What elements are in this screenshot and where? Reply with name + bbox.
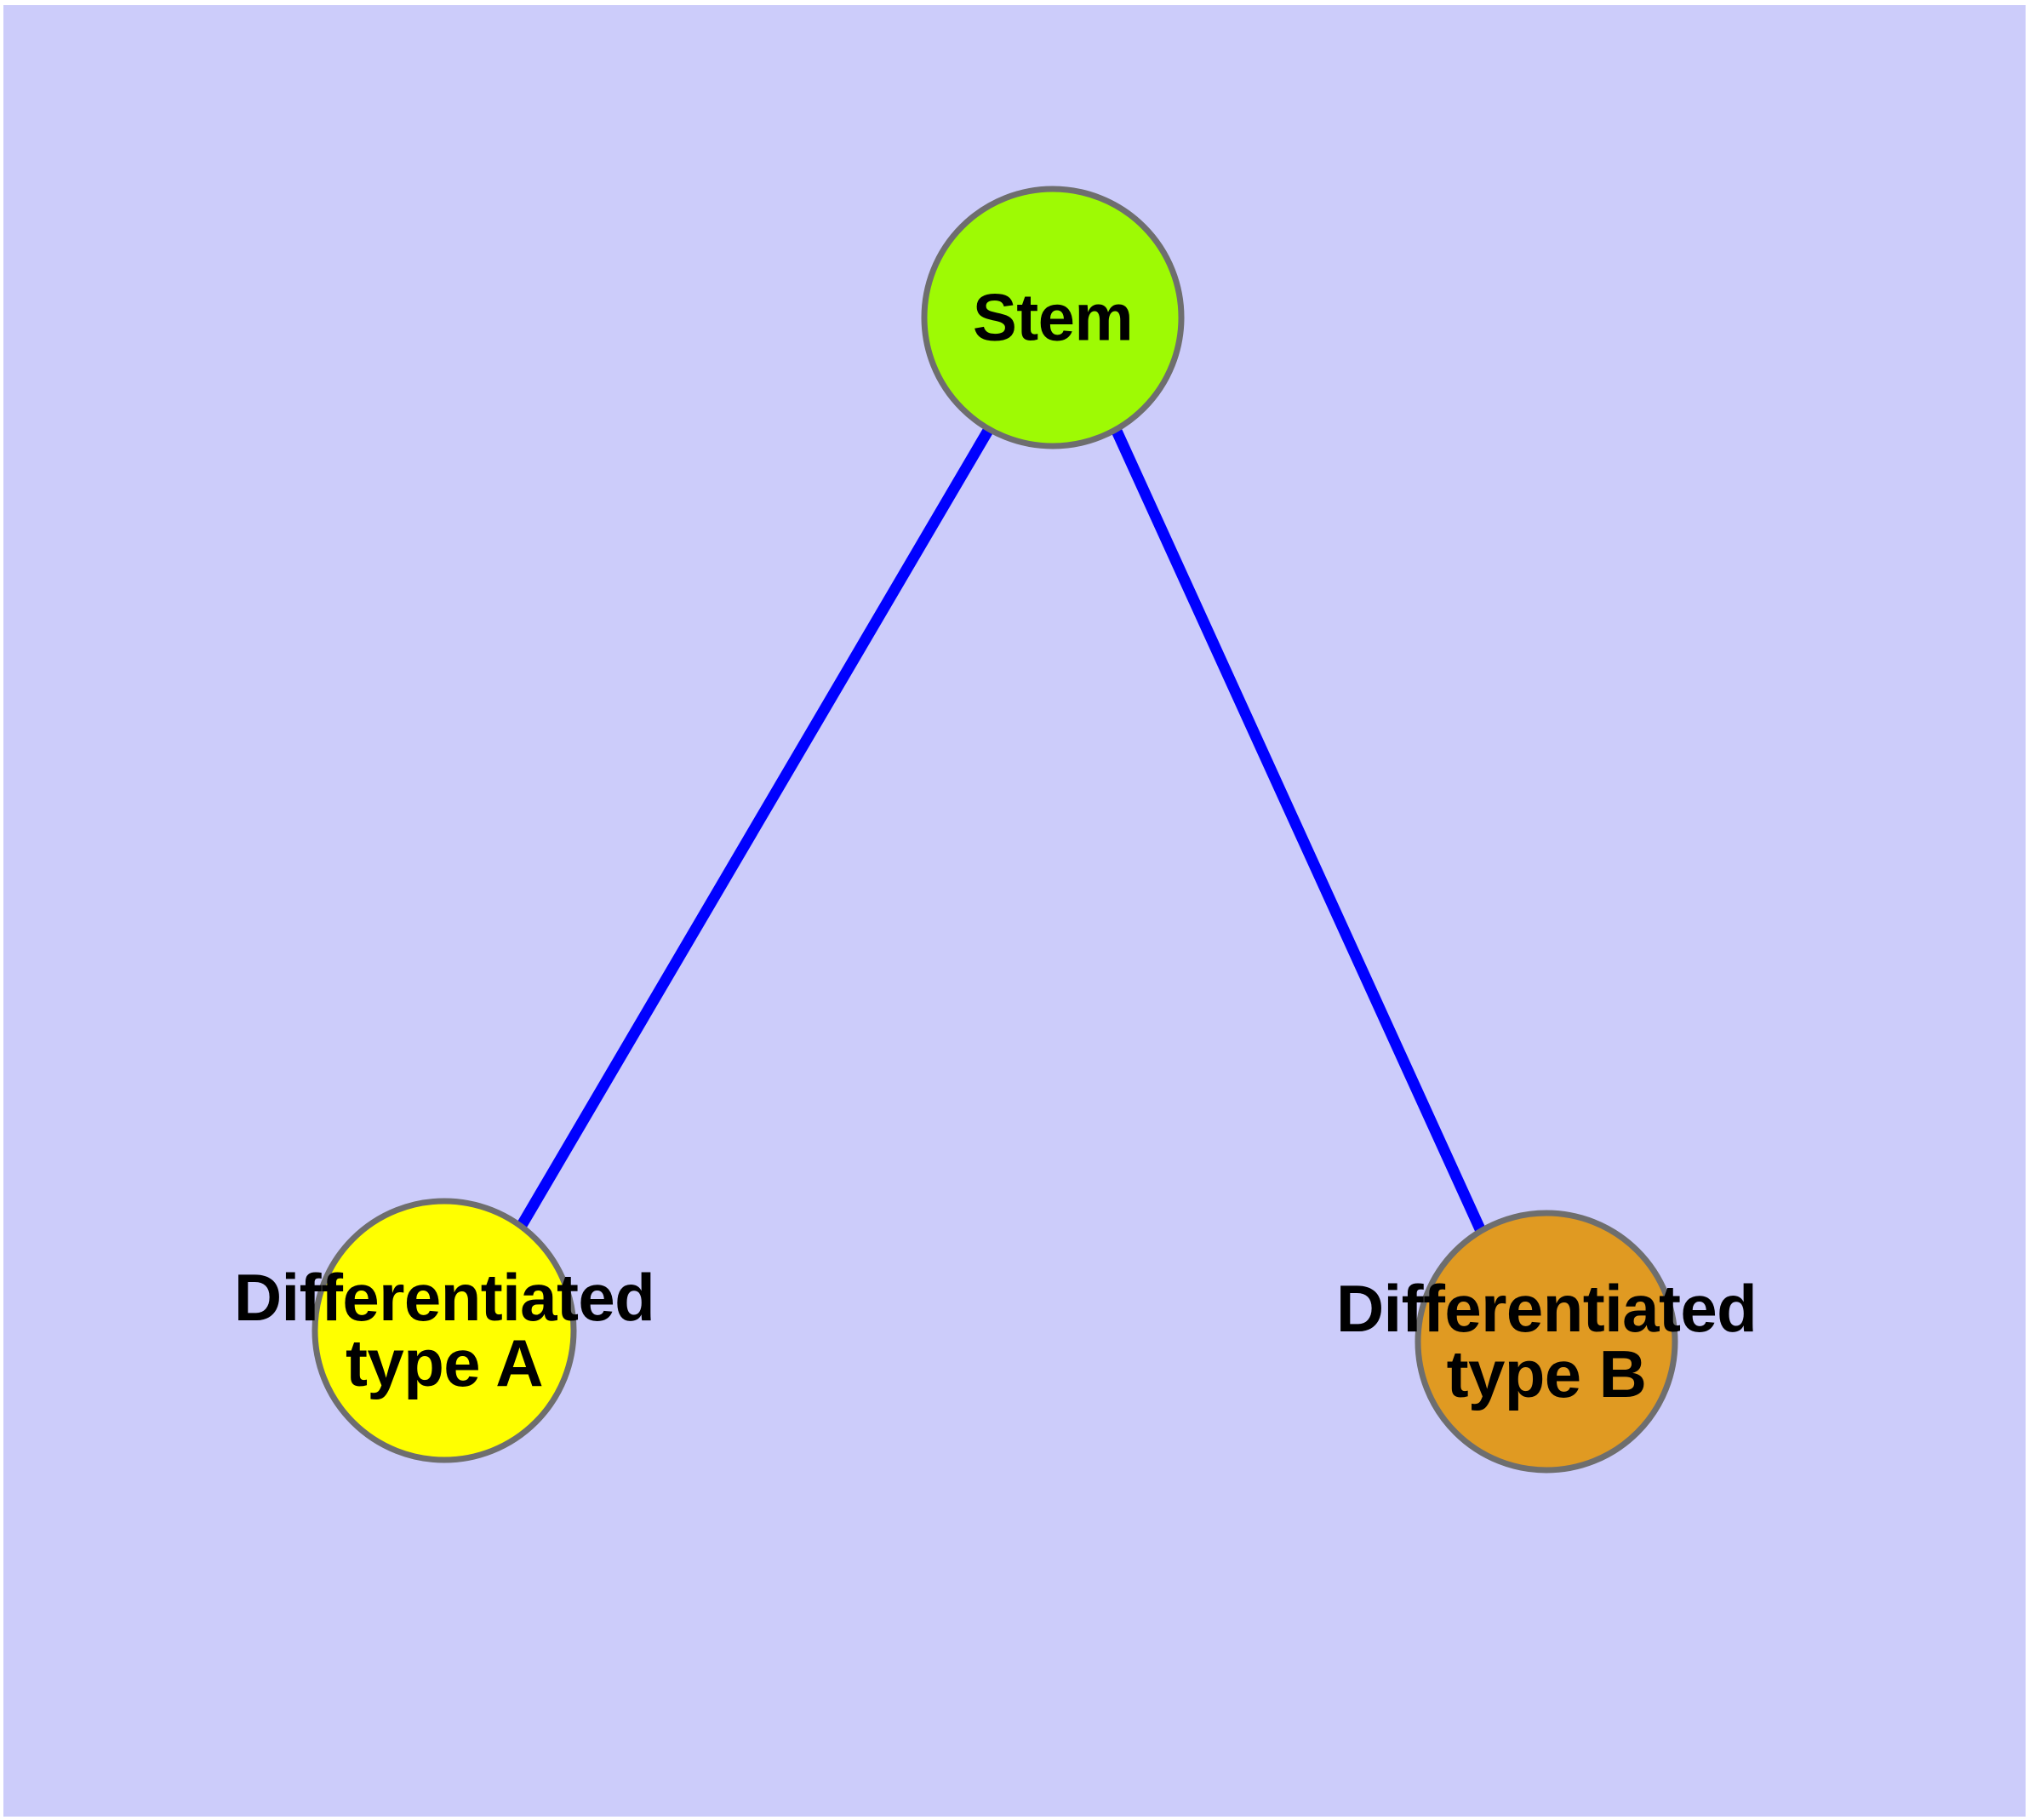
node-layer bbox=[311, 186, 1678, 1474]
edge-stem-to-differentiated-type-a[interactable] bbox=[516, 426, 994, 1230]
edge-stem-to-differentiated-type-b[interactable] bbox=[1111, 426, 1486, 1233]
node-stem[interactable] bbox=[921, 186, 1185, 449]
node-differentiated-type-a[interactable] bbox=[311, 1198, 577, 1463]
edge-layer bbox=[516, 426, 1486, 1233]
node-differentiated-type-b[interactable] bbox=[1415, 1210, 1678, 1474]
